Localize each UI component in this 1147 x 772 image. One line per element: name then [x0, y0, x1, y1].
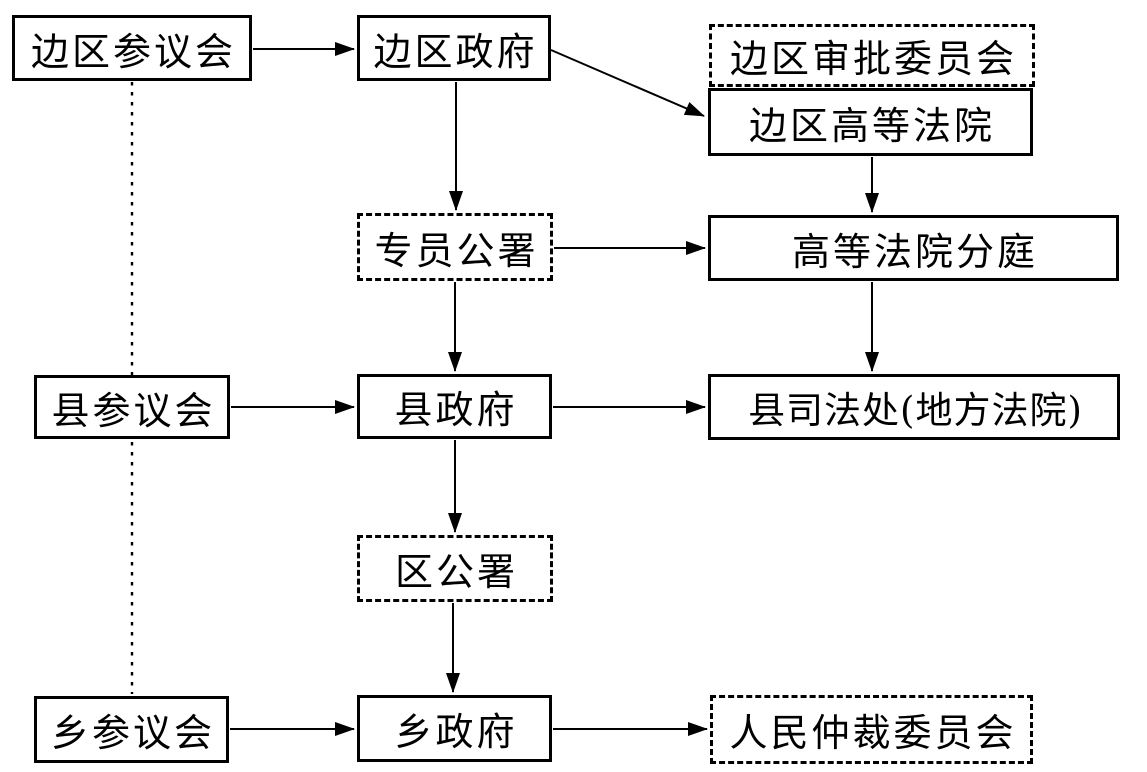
node-border-region-high-court: 边区高等法院: [708, 88, 1033, 156]
node-people-arbitration-committee: 人民仲裁委员会: [710, 695, 1033, 764]
node-border-region-review-committee: 边区审批委员会: [709, 24, 1035, 87]
node-high-court-branch: 高等法院分庭: [708, 215, 1119, 281]
node-county-council: 县参议会: [34, 375, 230, 439]
node-commissioner-office: 专员公署: [357, 213, 553, 281]
node-township-government: 乡政府: [357, 695, 552, 762]
node-county-government: 县政府: [357, 374, 552, 439]
node-township-council: 乡参议会: [34, 696, 229, 763]
node-border-region-government: 边区政府: [357, 15, 551, 81]
node-county-judicial-office: 县司法处(地方法院): [708, 374, 1120, 440]
node-district-office: 区公署: [357, 535, 553, 602]
arrow-bordergov-to-highcourt: [550, 49, 705, 117]
node-border-region-council: 边区参议会: [12, 15, 252, 81]
